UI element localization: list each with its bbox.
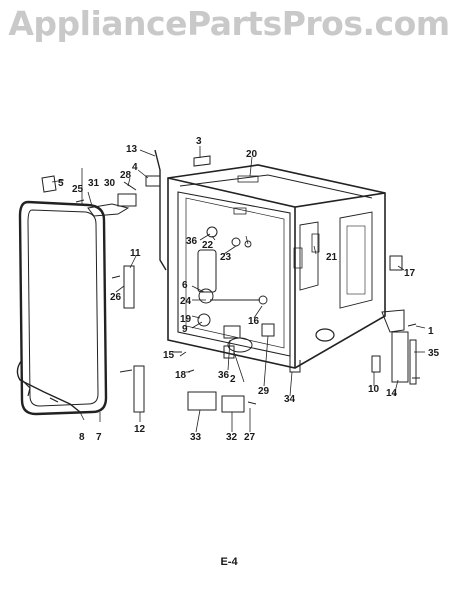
callout-19: 19 xyxy=(180,314,192,325)
bracket-4 xyxy=(145,175,161,187)
callout-13: 13 xyxy=(126,144,138,155)
callout-32: 32 xyxy=(226,432,238,443)
callout-21: 21 xyxy=(326,252,338,263)
callout-20: 20 xyxy=(246,149,258,160)
hardware xyxy=(41,155,420,413)
door-spring xyxy=(16,359,81,413)
callout-33: 33 xyxy=(190,432,202,443)
callout-8: 8 xyxy=(79,432,85,443)
door-gasket xyxy=(18,200,108,416)
callout-16: 16 xyxy=(248,316,260,327)
callout-24: 24 xyxy=(180,296,192,307)
watermark: AppliancePartsPros.com xyxy=(8,4,450,43)
callout-11: 11 xyxy=(130,248,141,259)
callout-6: 6 xyxy=(182,280,188,291)
callout-15: 15 xyxy=(163,350,175,361)
page-label: E-4 xyxy=(220,556,238,568)
callout-35: 35 xyxy=(428,348,440,359)
callout-10: 10 xyxy=(368,384,380,395)
callout-18: 18 xyxy=(175,370,187,381)
callout-3: 3 xyxy=(196,136,202,147)
callout-2: 2 xyxy=(230,374,236,385)
callout-27: 27 xyxy=(244,432,256,443)
callout-5: 5 xyxy=(58,178,64,189)
callout-36-a: 36 xyxy=(186,236,198,247)
callout-14: 14 xyxy=(386,388,398,399)
callout-22: 22 xyxy=(202,240,214,251)
callout-28: 28 xyxy=(120,170,132,181)
callout-17: 17 xyxy=(404,268,416,279)
callout-36-b: 36 xyxy=(218,370,230,381)
tub-assembly xyxy=(167,164,386,373)
callout-30: 30 xyxy=(104,178,116,189)
callout-34: 34 xyxy=(284,394,296,405)
callout-1: 1 xyxy=(428,326,434,337)
callout-29: 29 xyxy=(258,386,270,397)
callout-25: 25 xyxy=(72,184,84,195)
leader-lines xyxy=(51,146,426,433)
callout-4: 4 xyxy=(132,162,138,173)
callout-31: 31 xyxy=(88,178,100,189)
callout-9: 9 xyxy=(182,324,188,335)
callout-23: 23 xyxy=(220,252,232,263)
hinge-arm xyxy=(154,149,167,271)
callout-7: 7 xyxy=(96,432,102,443)
callout-12: 12 xyxy=(134,424,146,435)
callout-26: 26 xyxy=(110,292,122,303)
